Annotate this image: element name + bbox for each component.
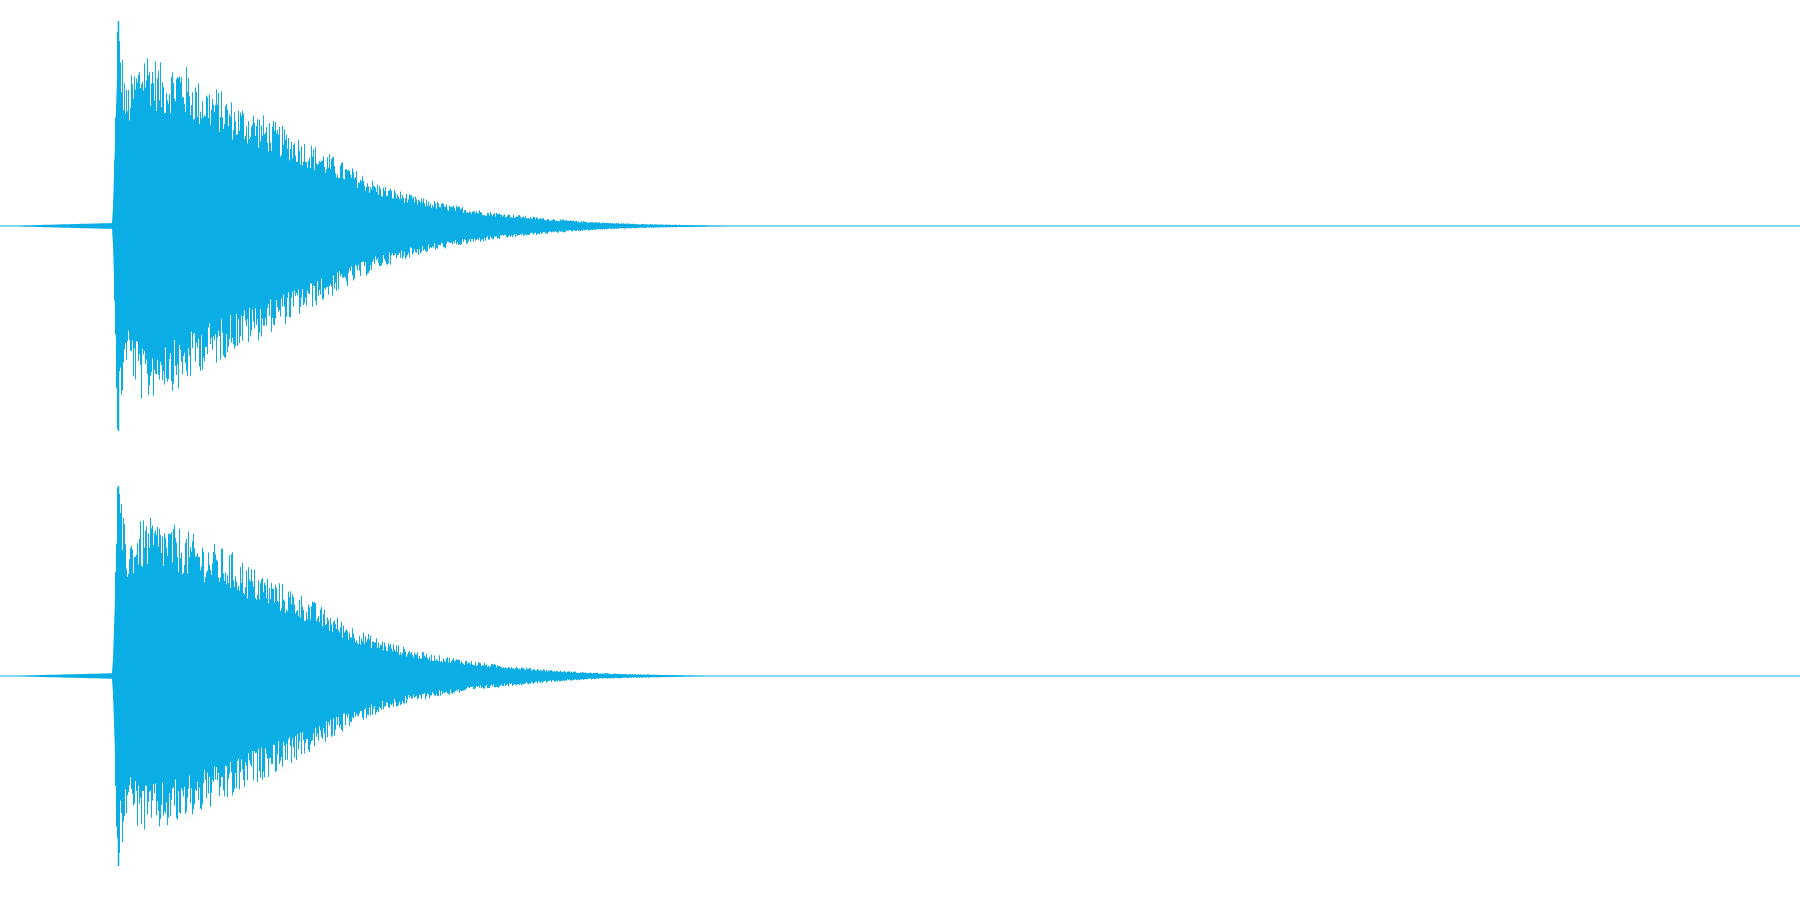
channel-1-waveform xyxy=(0,21,1800,431)
waveform-body xyxy=(0,539,1800,813)
channel-2-waveform xyxy=(0,486,1800,866)
waveform-spikes xyxy=(113,31,757,429)
waveform-body xyxy=(0,78,1800,374)
waveform-spikes xyxy=(113,487,757,853)
